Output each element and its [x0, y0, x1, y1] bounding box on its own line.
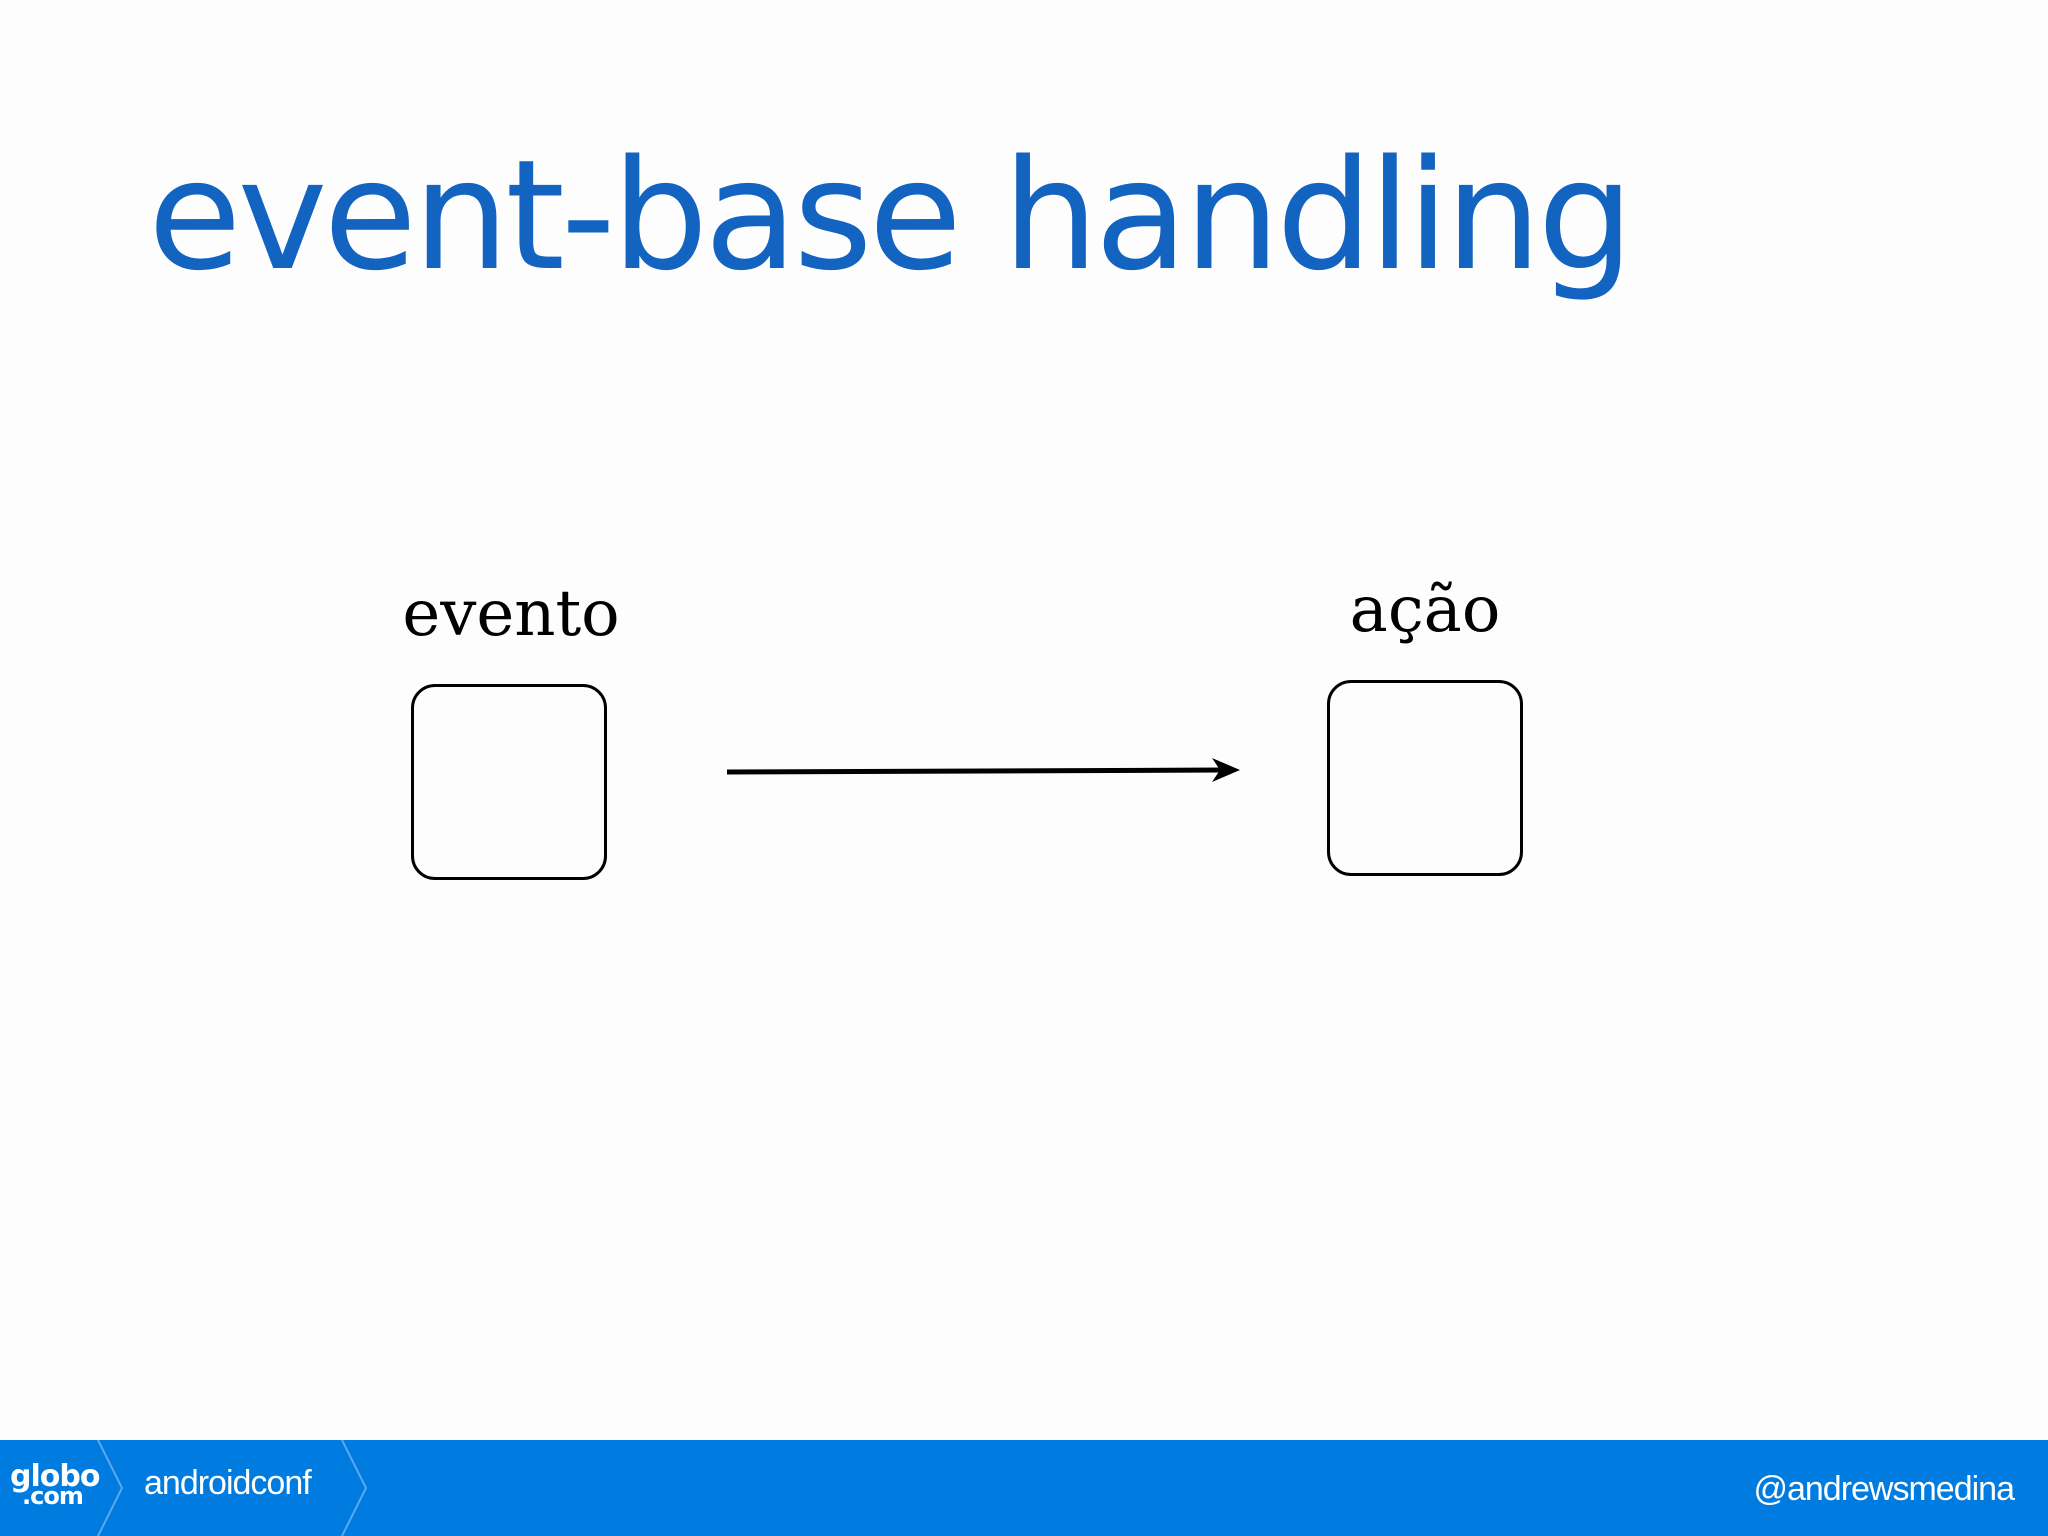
node-label-evento: evento — [402, 577, 620, 651]
node-box-evento — [411, 684, 607, 880]
node-box-acao — [1327, 680, 1523, 876]
slide-title: event-base handling — [148, 127, 1634, 304]
footer-chevron-dividers — [97, 1440, 368, 1536]
logo-text-globo: globo — [10, 1459, 100, 1494]
chevron-divider-1 — [97, 1440, 124, 1536]
chevron-divider-2 — [341, 1440, 368, 1536]
conference-name: androidconf — [144, 1464, 312, 1502]
footer-bar: globo .com androidconf @andrewsmedina — [0, 1440, 2048, 1536]
logo-text-com: .com — [22, 1482, 84, 1510]
author-handle: @andrewsmedina — [1753, 1470, 2015, 1508]
arrow-head — [1212, 758, 1240, 782]
arrow-line — [726, 767, 1223, 775]
globo-logo: globo .com — [10, 1462, 102, 1522]
node-label-acao: ação — [1349, 573, 1501, 647]
